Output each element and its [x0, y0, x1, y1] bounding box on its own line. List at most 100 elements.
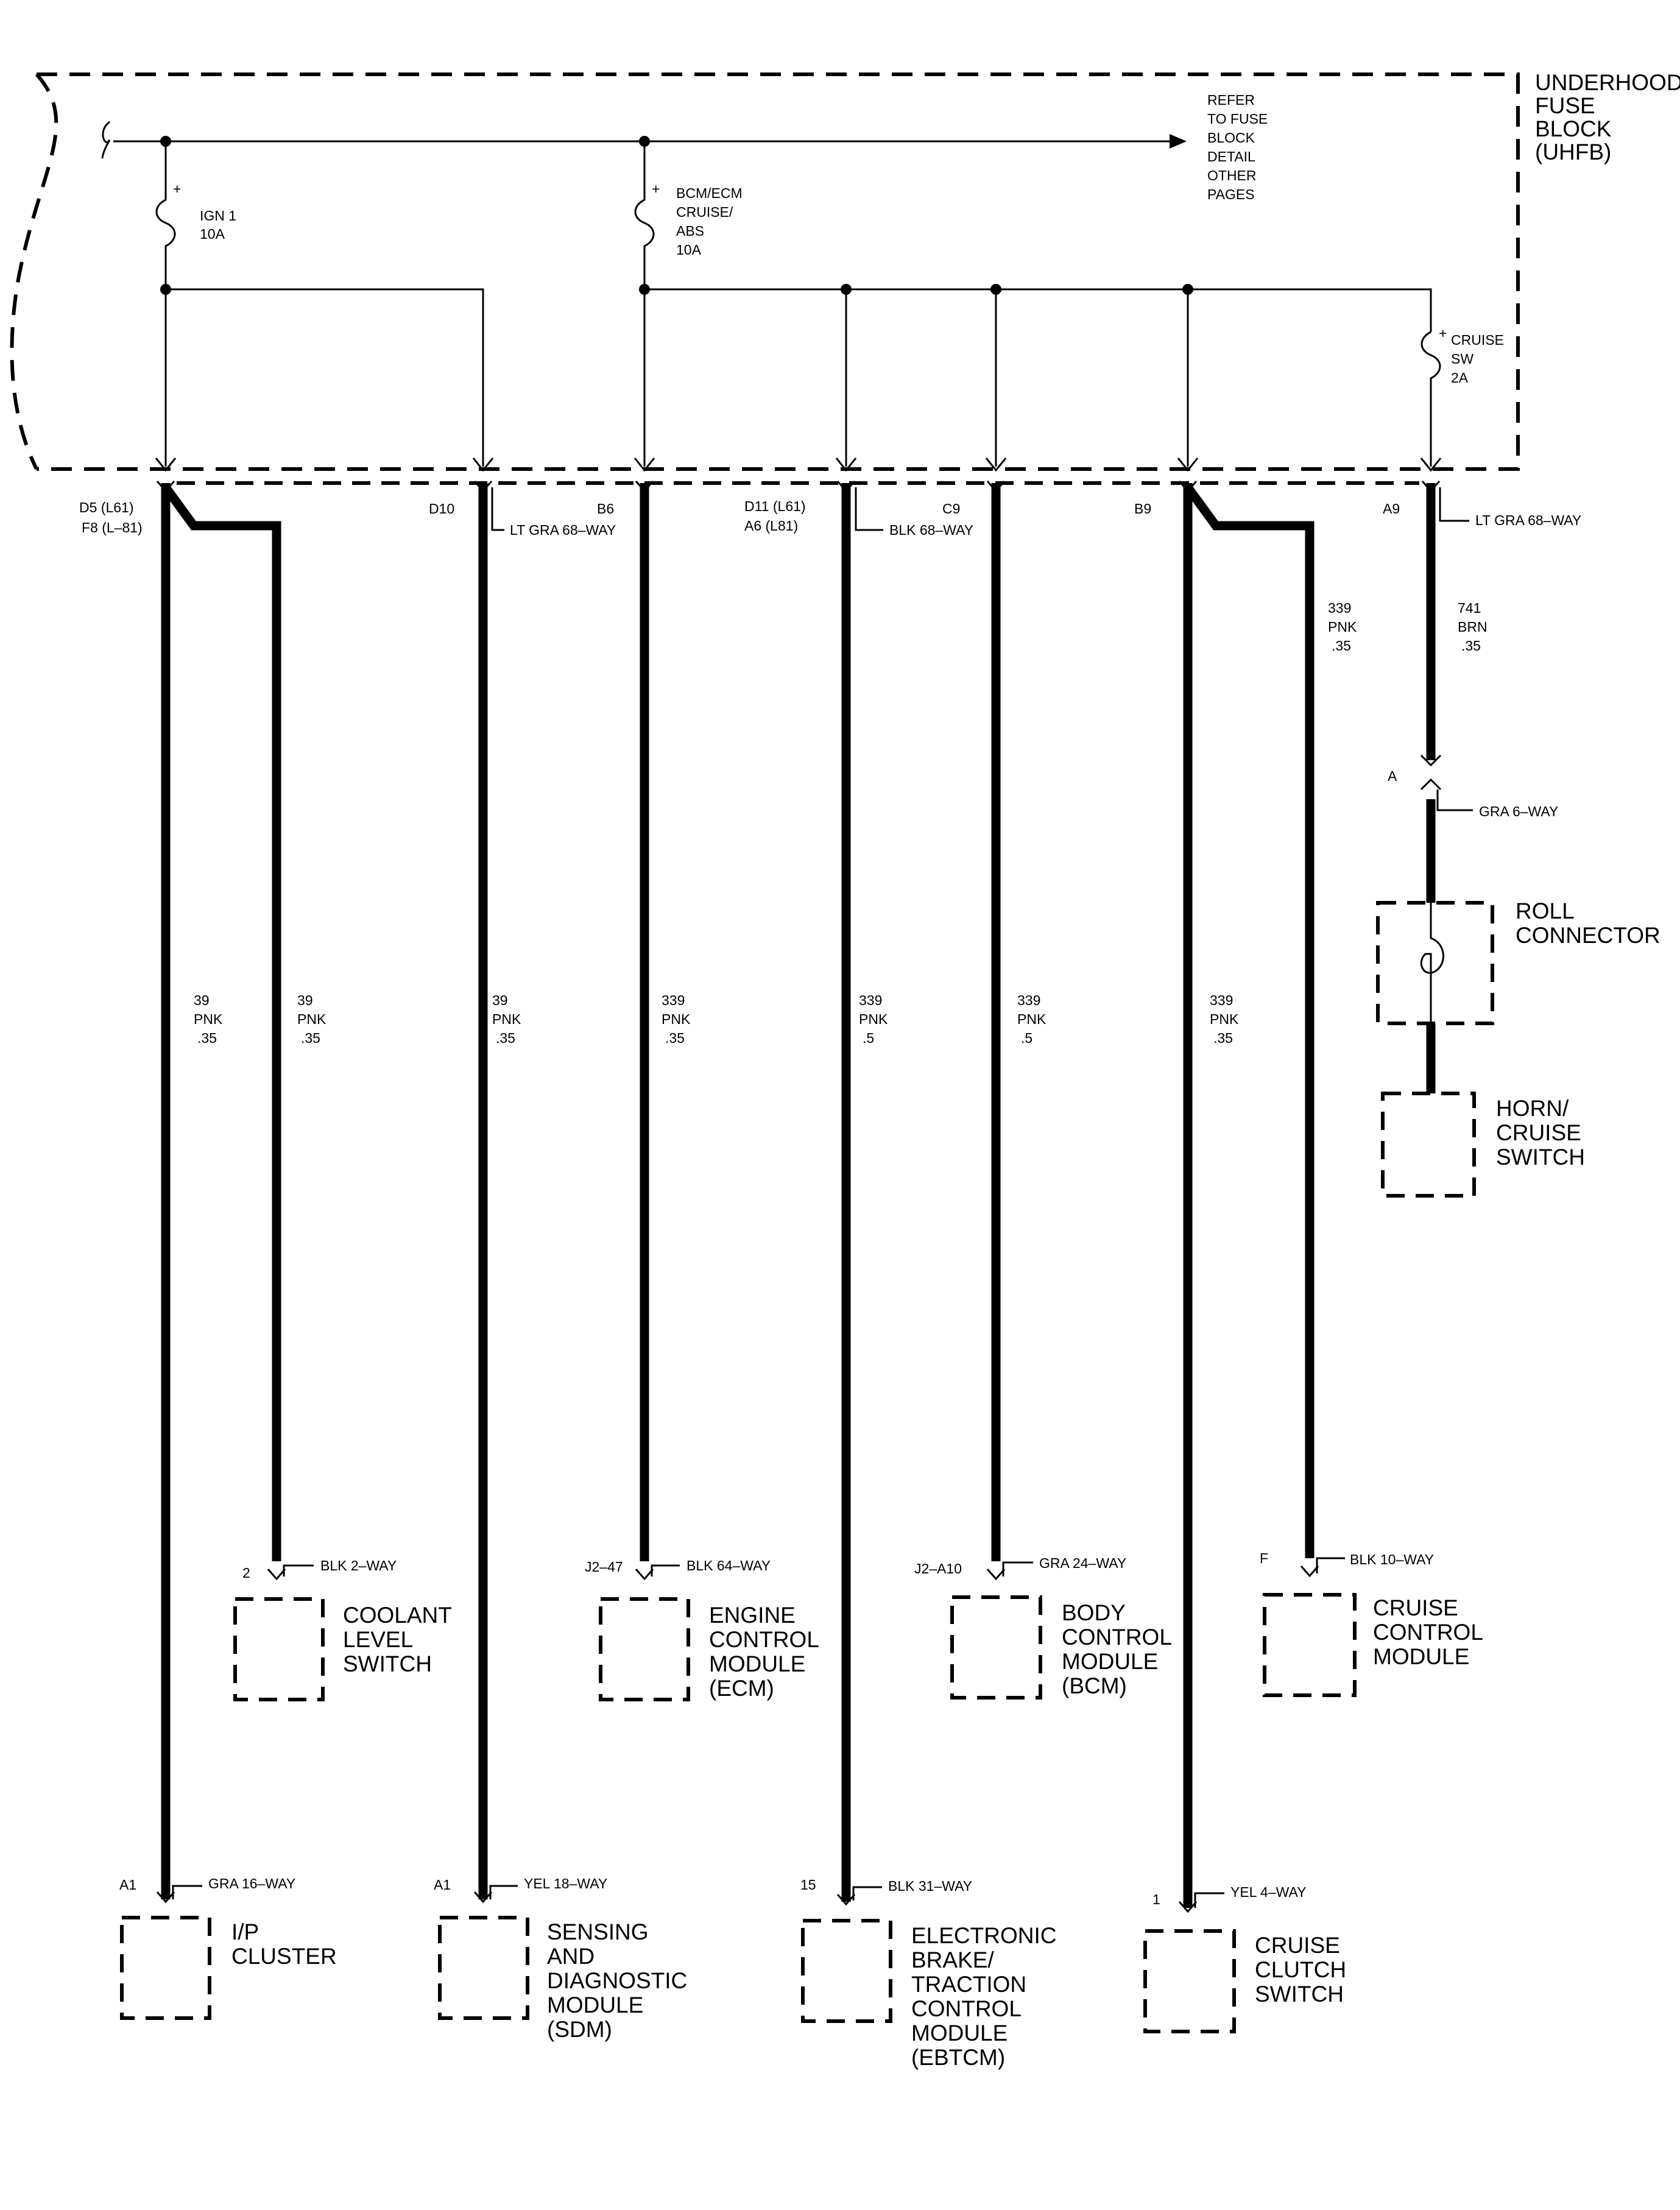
uhfb-pin-d10: D10	[429, 501, 454, 517]
ipc-connector: GRA 16–WAY	[208, 1876, 295, 1891]
svg-text:CRUISE: CRUISE	[1496, 1120, 1581, 1145]
svg-text:PNK: PNK	[1328, 619, 1357, 635]
svg-text:39: 39	[194, 992, 210, 1008]
svg-text:CONTROL: CONTROL	[911, 1996, 1022, 2021]
svg-text:339: 339	[1017, 992, 1040, 1008]
connector-leader	[651, 1564, 680, 1576]
svg-text:.35: .35	[496, 1030, 515, 1046]
supply-feed-break	[101, 121, 110, 159]
uhfb-pin-d11-a6: D11 (L61) A6 (L81)	[744, 498, 806, 534]
svg-text:I/P: I/P	[231, 1919, 259, 1944]
svg-text:CONTROL: CONTROL	[1373, 1620, 1483, 1645]
svg-text:.35: .35	[1461, 638, 1481, 654]
cruise-control-module-box	[1263, 1593, 1357, 1697]
svg-text:CRUISE: CRUISE	[1373, 1595, 1458, 1620]
bcm-connector: GRA 24–WAY	[1039, 1555, 1126, 1571]
cruise-clutch-switch-box	[1143, 1929, 1236, 2033]
svg-text:CRUISE: CRUISE	[1451, 332, 1504, 348]
clutch-pin: 1	[1152, 1891, 1160, 1907]
ipc-pin: A1	[119, 1877, 136, 1893]
uhfb-connector-label: LT GRA 68–WAY	[1475, 512, 1581, 528]
coolant-level-switch-label: COOLANT LEVEL SWITCH	[343, 1603, 452, 1676]
ebtcm-connector: BLK 31–WAY	[888, 1878, 972, 1894]
wire-cruise-control	[1184, 484, 1315, 1558]
svg-text:DIAGNOSTIC: DIAGNOSTIC	[547, 1968, 687, 1993]
roll-connector-box	[1376, 901, 1494, 1025]
connector-hook	[1300, 1566, 1319, 1578]
svg-text:.35: .35	[301, 1030, 320, 1046]
svg-text:SWITCH: SWITCH	[1496, 1145, 1585, 1170]
connector-hook	[473, 1891, 493, 1904]
svg-text:(SDM): (SDM)	[547, 2017, 612, 2042]
fuse-plus-mark: +	[173, 181, 181, 197]
svg-text:MODULE: MODULE	[1373, 1644, 1469, 1669]
ebtcm-box	[801, 1919, 892, 2023]
ign1-fuse-label: IGN 1 10A	[200, 208, 236, 242]
engine-control-module-box	[599, 1597, 690, 1701]
wire-label-ip-cluster: 39 PNK .35	[194, 992, 223, 1046]
svg-text:D11 (L61): D11 (L61)	[744, 498, 806, 514]
svg-text:CRUISE/: CRUISE/	[676, 204, 733, 220]
svg-text:339: 339	[1328, 600, 1351, 616]
wire-label-cruise-clutch: 339 PNK .35	[1210, 992, 1239, 1046]
svg-text:(UHFB): (UHFB)	[1535, 139, 1611, 164]
fuse-plus-mark: +	[1439, 325, 1447, 341]
ebtcm-pin: 15	[800, 1877, 816, 1893]
svg-text:CLUTCH: CLUTCH	[1255, 1957, 1346, 1982]
ccm-pin: F	[1260, 1550, 1268, 1566]
fuse-block-outline	[10, 72, 1520, 471]
svg-text:IGN 1: IGN 1	[200, 208, 236, 224]
connector-leader	[283, 1564, 314, 1576]
ip-cluster-box	[120, 1916, 211, 2020]
connector-hook	[267, 1569, 286, 1581]
svg-text:BLOCK: BLOCK	[1207, 130, 1255, 146]
ip-cluster-label: I/P CLUSTER	[231, 1919, 337, 1969]
svg-text:MODULE: MODULE	[1062, 1649, 1158, 1674]
uhfb-connector-label: LT GRA 68–WAY	[510, 522, 616, 538]
svg-text:CRUISE: CRUISE	[1255, 1933, 1340, 1958]
ccm-connector: BLK 10–WAY	[1350, 1552, 1434, 1567]
fuse-block-title: UNDERHOOD FUSE BLOCK (UHFB)	[1535, 70, 1680, 164]
bcm-pin: J2–A10	[914, 1561, 962, 1576]
connector-mating-icon	[1420, 754, 1442, 791]
cruise-control-module-label: CRUISE CONTROL MODULE	[1373, 1595, 1483, 1669]
svg-text:339: 339	[662, 992, 685, 1008]
svg-text:AND: AND	[547, 1944, 595, 1969]
ebtcm-label: ELECTRONIC BRAKE/ TRACTION CONTROL MODUL…	[911, 1923, 1056, 2070]
svg-text:SWITCH: SWITCH	[1255, 1982, 1344, 2007]
connector-leader	[172, 1885, 202, 1899]
connector-leader	[1436, 789, 1473, 811]
svg-text:(EBTCM): (EBTCM)	[911, 2045, 1005, 2070]
wire-label-ebtcm: 339 PNK .5	[859, 992, 888, 1046]
connector-hook	[635, 1569, 654, 1581]
svg-text:ABS: ABS	[676, 223, 704, 239]
svg-text:ROLL: ROLL	[1516, 898, 1575, 923]
body-control-module-label: BODY CONTROL MODULE (BCM)	[1062, 1600, 1172, 1698]
svg-text:BODY: BODY	[1062, 1600, 1126, 1625]
svg-text:HORN/: HORN/	[1496, 1096, 1569, 1121]
cruise-clutch-switch-label: CRUISE CLUTCH SWITCH	[1255, 1933, 1346, 2007]
svg-text:10A: 10A	[676, 242, 702, 258]
sdm-box	[438, 1916, 529, 2020]
bcm-branch-bus	[644, 288, 1432, 332]
roll-connector-label: GRA 6–WAY	[1479, 803, 1558, 819]
svg-text:.5: .5	[863, 1030, 874, 1046]
svg-text:SW: SW	[1451, 351, 1474, 367]
coolant-level-switch-box	[233, 1597, 325, 1701]
svg-text:SENSING: SENSING	[547, 1919, 649, 1944]
uhfb-pin-a9: A9	[1383, 501, 1400, 517]
svg-text:REFER: REFER	[1207, 92, 1255, 108]
svg-text:CLUSTER: CLUSTER	[231, 1944, 337, 1969]
wire-harness	[161, 483, 1436, 1908]
horn-cruise-switch-box	[1381, 1092, 1476, 1198]
coolant-pin: 2	[242, 1565, 250, 1581]
svg-text:(ECM): (ECM)	[709, 1676, 774, 1701]
bcm-fuse-symbol	[634, 141, 655, 467]
svg-text:.5: .5	[1021, 1030, 1032, 1046]
svg-text:CONTROL: CONTROL	[709, 1627, 819, 1652]
svg-text:2A: 2A	[1451, 370, 1469, 386]
svg-text:.35: .35	[197, 1030, 217, 1046]
svg-text:LEVEL: LEVEL	[343, 1627, 413, 1652]
svg-text:741: 741	[1458, 600, 1481, 616]
